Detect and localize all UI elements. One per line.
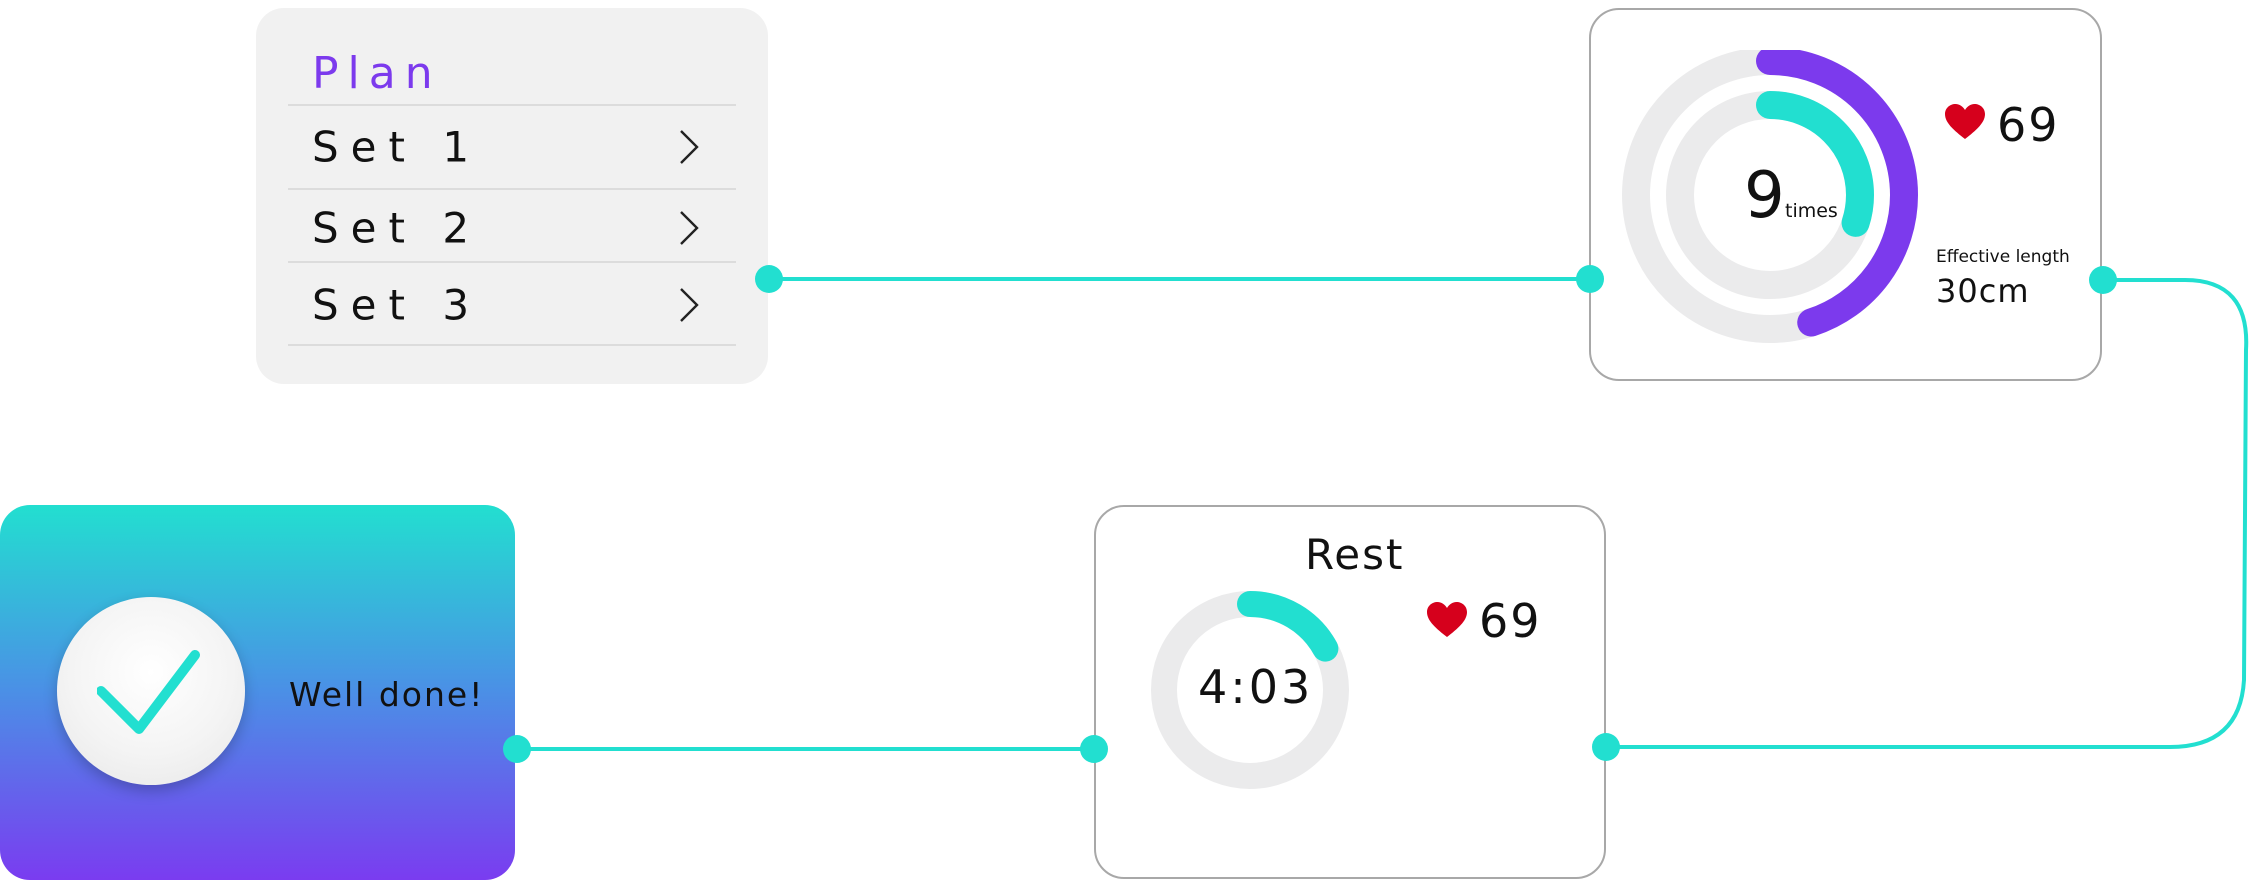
effective-length-label: Effective length bbox=[1936, 247, 2070, 267]
plan-set-label: Set 3 bbox=[312, 280, 482, 330]
rest-ring bbox=[1151, 591, 1349, 789]
plan-divider bbox=[288, 261, 736, 263]
inner-ring-progress bbox=[1666, 91, 1874, 299]
checkmark-icon bbox=[97, 650, 200, 734]
rest-heart-rate: 69 bbox=[1479, 594, 1542, 648]
plan-divider bbox=[288, 104, 736, 106]
check-badge bbox=[57, 597, 245, 785]
counter-rings bbox=[1622, 50, 1918, 343]
effective-length-value: 30cm bbox=[1936, 272, 2030, 310]
heart-icon bbox=[1945, 104, 1985, 139]
rest-title: Rest bbox=[1305, 530, 1405, 579]
connector-dot bbox=[1592, 733, 1620, 761]
plan-set-label: Set 1 bbox=[312, 122, 482, 172]
rep-count: 9 bbox=[1744, 159, 1785, 233]
plan-set-label: Set 2 bbox=[312, 203, 482, 253]
heart-icon bbox=[1427, 602, 1467, 637]
well-done-message: Well done! bbox=[289, 675, 485, 714]
rep-count-unit: times bbox=[1785, 200, 1838, 222]
connector-dot bbox=[1080, 735, 1108, 763]
outer-ring-progress bbox=[1622, 50, 1918, 343]
plan-set-2-row[interactable]: Set 2 bbox=[288, 191, 736, 265]
chevron-right-icon bbox=[680, 211, 699, 245]
chevron-right-icon bbox=[680, 288, 699, 322]
connector-dot bbox=[1576, 265, 1604, 293]
plan-set-1-row[interactable]: Set 1 bbox=[288, 110, 736, 184]
plan-title: Plan bbox=[312, 48, 442, 99]
plan-set-3-row[interactable]: Set 3 bbox=[288, 268, 736, 342]
rest-timer: 4:03 bbox=[1198, 660, 1314, 714]
plan-card: Plan Set 1 Set 2 Set 3 bbox=[256, 8, 768, 384]
rest-card bbox=[1094, 505, 1606, 879]
connector-dot bbox=[2089, 266, 2117, 294]
rest-ring-progress bbox=[1151, 591, 1349, 789]
plan-divider bbox=[288, 344, 736, 346]
chevron-right-icon bbox=[680, 130, 699, 164]
connector-dot bbox=[503, 735, 531, 763]
plan-divider bbox=[288, 188, 736, 190]
connector-dot bbox=[755, 265, 783, 293]
connector-counter-to-rest bbox=[1606, 278, 2249, 749]
counter-heart-rate: 69 bbox=[1997, 98, 2060, 152]
